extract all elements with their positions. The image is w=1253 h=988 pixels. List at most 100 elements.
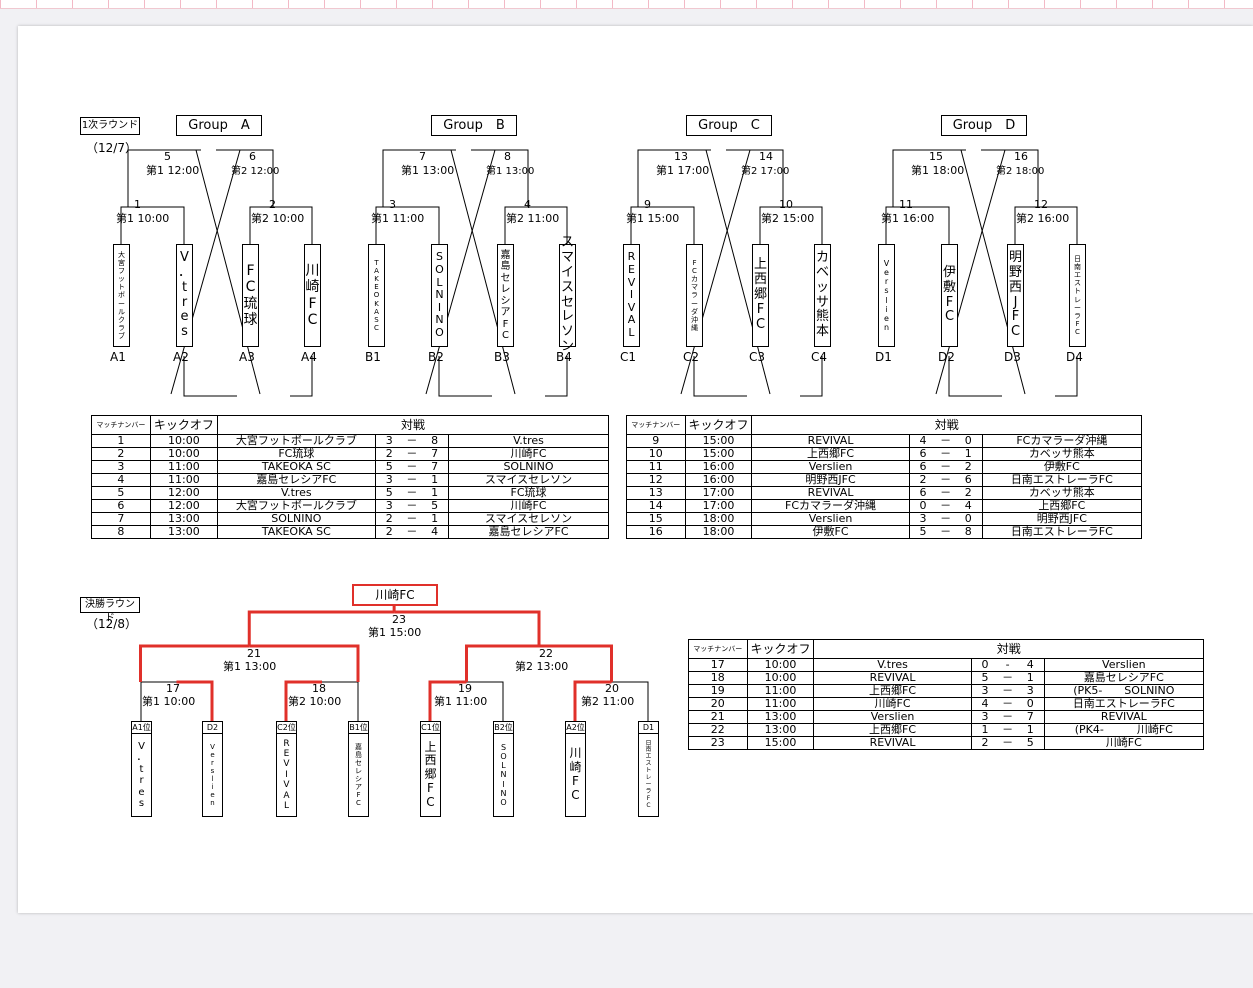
team-name-char: C <box>755 316 766 332</box>
bracket-line <box>290 356 313 397</box>
match-slot-time: 第1 13:00 <box>223 660 277 673</box>
team-name-char: N <box>435 313 444 327</box>
bracket-line <box>611 681 649 721</box>
team-name-char: マ <box>691 283 698 292</box>
team-name-char: n <box>883 323 890 333</box>
team-slot-label: A3 <box>239 350 255 364</box>
home-team: REVIVAL <box>813 671 972 685</box>
bracket-line <box>425 149 496 395</box>
away-score: 4 <box>1016 658 1045 672</box>
home-team: FC琉球 <box>216 447 376 461</box>
team-name-char: V <box>627 275 636 289</box>
team-name-char: 大 <box>118 251 125 260</box>
match-slot-time: 第2 18:00 <box>996 166 1045 177</box>
match-number: 9 <box>644 198 651 211</box>
match-number: 16 <box>1014 150 1028 163</box>
winner-path <box>465 644 539 682</box>
kickoff-time: 18:00 <box>684 525 753 539</box>
team-name-char: 嘉 <box>355 742 362 751</box>
bracket-line <box>183 356 237 397</box>
home-team: V.tres <box>813 658 972 672</box>
team-name-char: 伊 <box>942 264 956 280</box>
team-name-char: i <box>885 304 888 314</box>
match-number: 15 <box>929 150 943 163</box>
team-name-char: O <box>435 326 444 340</box>
team-name-char: 南 <box>645 746 652 754</box>
team-name-char: O <box>435 262 444 276</box>
home-team: 上西郷FC <box>813 684 972 698</box>
team-name-char: C <box>502 330 509 341</box>
winner-path <box>394 610 541 646</box>
bracket-line <box>120 206 185 244</box>
bracket-line <box>680 149 751 395</box>
score-dash: － <box>402 525 422 539</box>
bracket-line <box>948 356 1002 397</box>
match-slot-time: 第2 11:00 <box>506 212 560 225</box>
table-header-row: マッチナンバーキックオフ対戦 <box>91 415 610 435</box>
winner-path <box>247 610 395 646</box>
team-name-char: V <box>210 742 215 751</box>
team-name-char: J <box>1013 294 1018 310</box>
team-name-char: C <box>1075 327 1080 336</box>
team-name-char: F <box>1011 309 1020 325</box>
team-name-char: 崎 <box>569 760 582 775</box>
team-box: カベッサ熊本 <box>814 244 831 347</box>
bracket-line <box>885 206 950 244</box>
team-name-char: ブ <box>118 331 125 340</box>
team-name-char: T <box>374 259 379 268</box>
home-team: REVIVAL <box>813 736 972 750</box>
team-name-char: ラ <box>1074 311 1081 320</box>
team-name-char: ア <box>500 307 511 318</box>
match-slot-time: 第2 11:00 <box>581 695 635 708</box>
match-slot-time: 第1 13:00 <box>401 164 455 177</box>
kickoff-time: 15:00 <box>684 434 753 448</box>
match-slot-time: 第1 10:00 <box>116 212 170 225</box>
team-name-char: L <box>436 275 443 289</box>
match-slot-time: 第1 15:00 <box>626 212 680 225</box>
team-slot-label: B4 <box>556 350 572 364</box>
match-number: 3 <box>389 198 396 211</box>
winner-path <box>139 644 250 682</box>
team-name-char: ー <box>691 299 698 308</box>
match-number: 14 <box>759 150 773 163</box>
home-team: 大宮フットボールクラブ <box>216 499 376 513</box>
home-score: 2 <box>374 525 403 539</box>
match-slot-time: 第1 10:00 <box>142 695 196 708</box>
team-name-char: i <box>211 783 214 792</box>
match-number: 4 <box>524 198 531 211</box>
match-slot-time: 第1 18:00 <box>911 164 965 177</box>
bracket-line <box>450 149 516 395</box>
winner-path <box>573 680 612 721</box>
team-name-char: ソ <box>560 324 574 340</box>
away-team: 日南エストレーラFC <box>1043 697 1205 711</box>
match-number: 23 <box>392 613 406 626</box>
home-team: 嘉島セレシアFC <box>216 473 376 487</box>
team-name-char: イ <box>560 264 574 280</box>
team-name-char: レ <box>645 774 652 781</box>
team-name-char: ト <box>645 767 652 775</box>
team-name-char: 球 <box>243 311 258 328</box>
first-round-label: 1次ラウンド <box>80 117 140 135</box>
home-team: 明野西JFC <box>751 473 910 487</box>
kickoff-time: 11:00 <box>149 473 218 487</box>
match-number: 17 <box>166 682 180 695</box>
home-team: Verslien <box>813 710 972 724</box>
match-number: 21 <box>247 647 261 660</box>
team-name-char: ー <box>645 780 652 788</box>
match-slot-time: 第1 12:00 <box>146 164 200 177</box>
team-name-char: e <box>210 791 215 800</box>
col-match-no: マッチナンバー <box>688 639 748 659</box>
match-number: 5 <box>164 150 171 163</box>
team-slot-label: A2 <box>173 350 189 364</box>
team-slot-label: B1 <box>365 350 381 364</box>
team-name-char: C <box>571 787 580 802</box>
away-team: (PK5- SOLNINO <box>1043 684 1205 698</box>
